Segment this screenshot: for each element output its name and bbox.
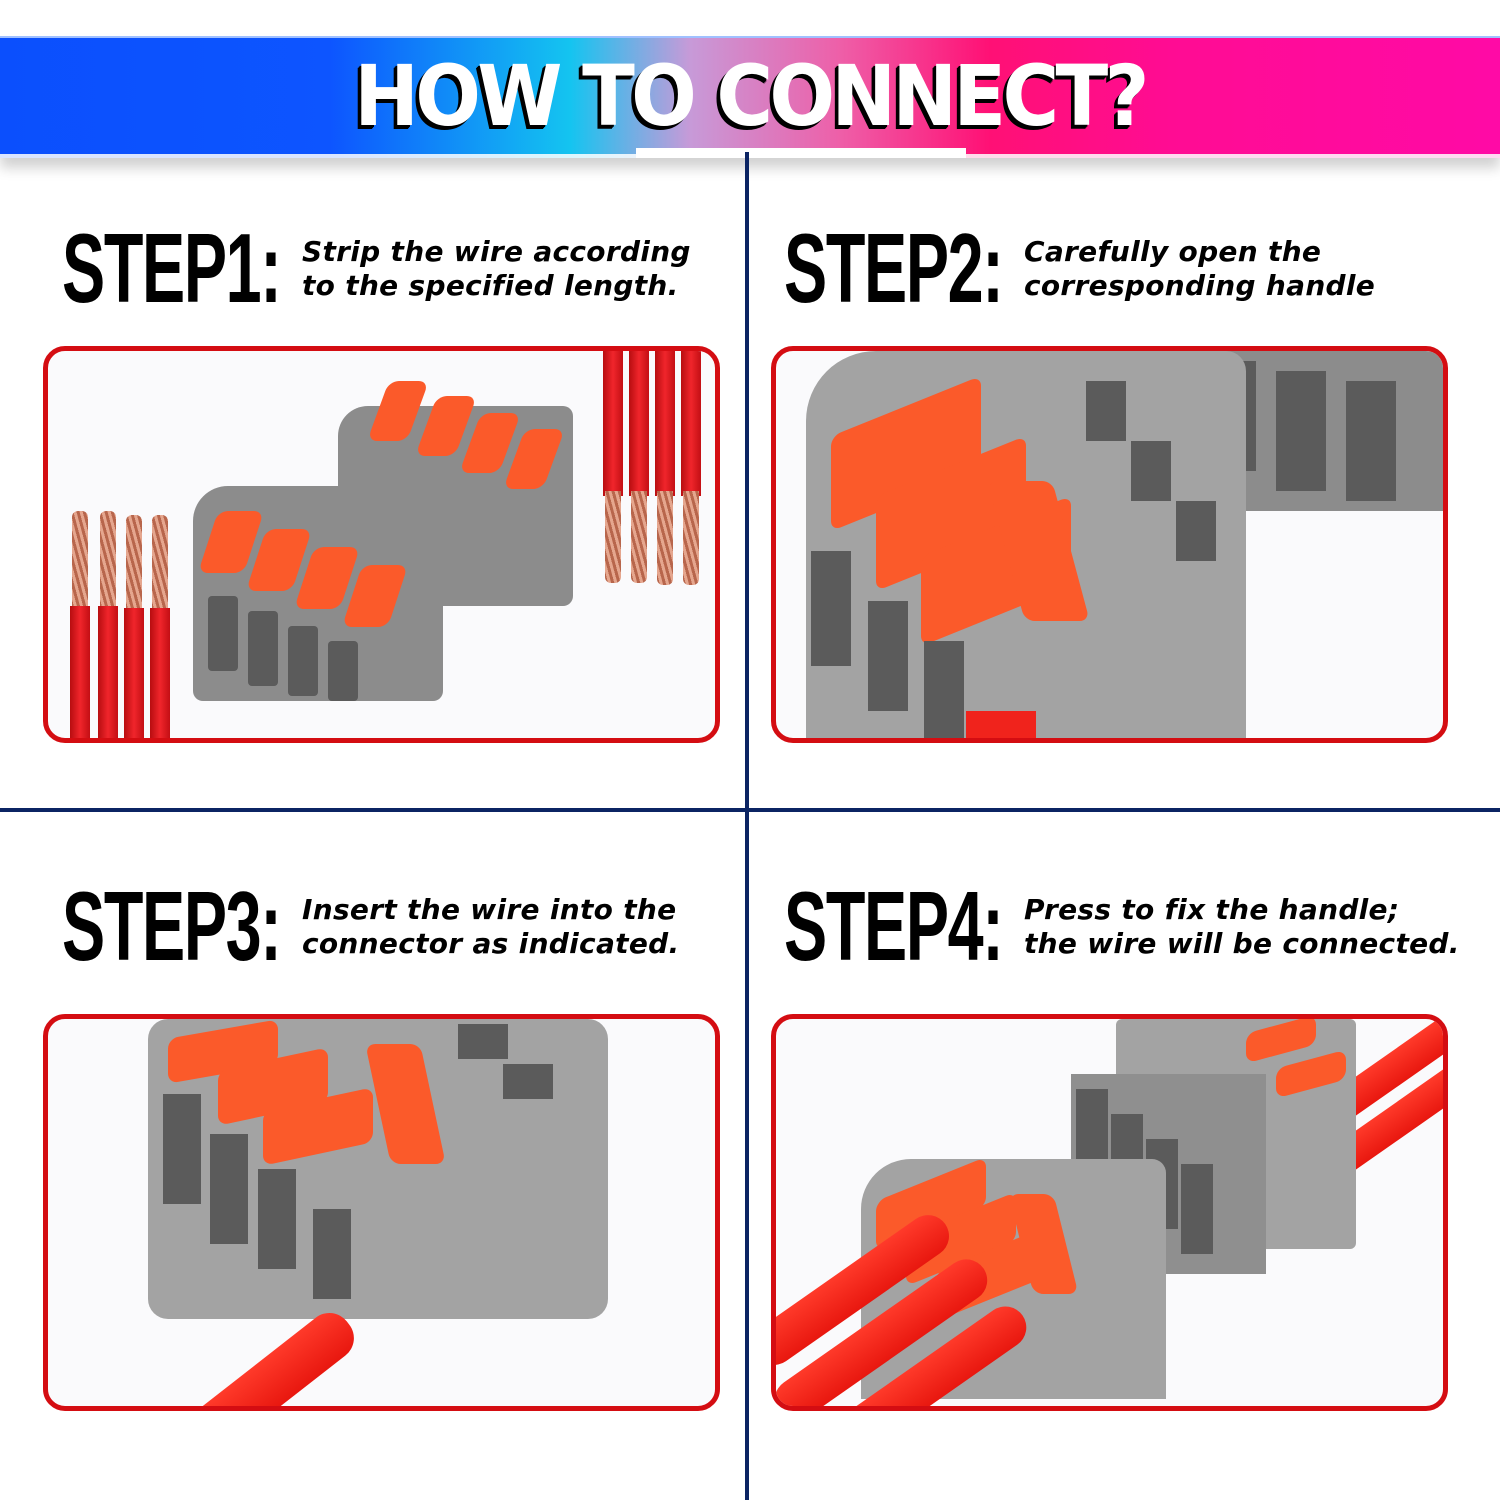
step-4-heading: STEP4: Press to fix the handle; the wire… <box>784 870 1460 983</box>
step-3-line-1: Insert the wire into the <box>302 892 677 926</box>
step-1-line-1: Strip the wire according <box>302 234 691 268</box>
step-4-description: Press to fix the handle; the wire will b… <box>1024 893 1460 961</box>
step-4-line-2: the wire will be connected. <box>1024 926 1460 960</box>
header-banner <box>0 36 1500 158</box>
step-1-label: STEP1: <box>62 213 282 323</box>
step-4-image <box>771 1014 1448 1411</box>
step-4-line-1: Press to fix the handle; <box>1024 892 1400 926</box>
red-wire <box>48 1304 363 1406</box>
step-2-heading: STEP2: Carefully open the corresponding … <box>784 212 1375 325</box>
vertical-divider <box>745 152 749 1500</box>
step-1-heading: STEP1: Strip the wire according to the s… <box>62 212 691 325</box>
step-1-line-2: to the specified length. <box>302 268 679 302</box>
horizontal-divider <box>0 808 1500 812</box>
step-2-label: STEP2: <box>784 213 1004 323</box>
step-2-description: Carefully open the corresponding handle <box>1024 235 1375 303</box>
header-notch <box>636 148 966 158</box>
step-3-image <box>43 1014 720 1411</box>
step-3-label: STEP3: <box>62 871 282 981</box>
page-title: HOW TO CONNECT? <box>354 47 1149 145</box>
stripped-wires-left <box>70 511 190 738</box>
step-2-line-2: corresponding handle <box>1024 268 1376 302</box>
step-2-image <box>771 346 1448 743</box>
step-3-heading: STEP3: Insert the wire into the connecto… <box>62 870 679 983</box>
stripped-wires-right <box>603 351 713 591</box>
step-1-description: Strip the wire according to the specifie… <box>302 235 691 303</box>
step-4-label: STEP4: <box>784 871 1004 981</box>
step-3-description: Insert the wire into the connector as in… <box>302 893 679 961</box>
step-2-line-1: Carefully open the <box>1024 234 1322 268</box>
step-1-image <box>43 346 720 743</box>
step-3-line-2: connector as indicated. <box>302 926 680 960</box>
